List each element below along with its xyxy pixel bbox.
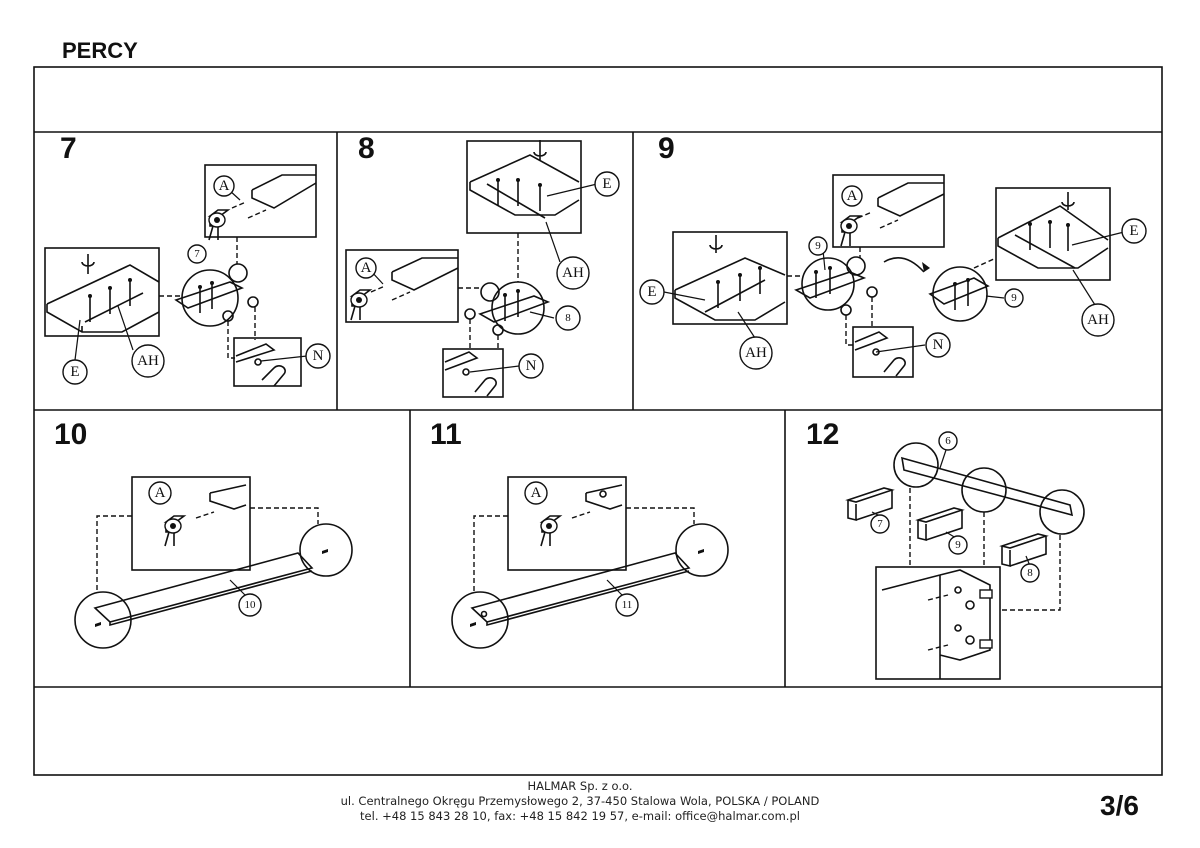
callout-label: N	[526, 358, 537, 374]
callout-10: 10	[238, 593, 262, 617]
callout-label: E	[602, 176, 611, 192]
company-contact: tel. +48 15 843 28 10, fax: +48 15 842 1…	[360, 809, 800, 823]
callout-E: E	[62, 359, 88, 385]
step-12: 12 6 7 9 8	[806, 418, 1085, 680]
callout-7: 7	[187, 244, 207, 264]
callout-N: N	[305, 343, 331, 369]
callout-A: A	[524, 481, 548, 505]
callout-label: AH	[1087, 312, 1109, 328]
callout-label: A	[531, 485, 542, 501]
callout-N: N	[518, 353, 544, 379]
document-title: PERCY	[62, 38, 138, 63]
callout-9: 9	[808, 236, 828, 256]
callout-label: AH	[137, 353, 159, 369]
callout-label: 10	[245, 599, 257, 611]
callout-label: 9	[815, 240, 821, 252]
callout-label: 6	[945, 435, 951, 447]
callout-label: A	[155, 485, 166, 501]
step-number: 12	[806, 418, 839, 451]
page-frame	[33, 66, 1163, 776]
callout-8: 8	[1020, 563, 1040, 583]
callout-N: N	[925, 332, 951, 358]
page-number: 3/6	[1100, 790, 1139, 821]
step-8: 8 E AH A 8 N	[345, 132, 620, 398]
callout-7: 7	[870, 514, 890, 534]
step-7: 7 A 7 N E AH	[44, 132, 331, 387]
callout-A: A	[213, 175, 235, 197]
company-address: ul. Centralnego Okręgu Przemysłowego 2, …	[340, 794, 820, 808]
callout-A: A	[148, 481, 172, 505]
callout-AH-2: AH	[1081, 303, 1115, 337]
callout-label: E	[70, 364, 79, 380]
callout-E: E	[594, 171, 620, 197]
callout-label: 7	[877, 518, 883, 530]
callout-A: A	[355, 257, 377, 279]
callout-label: N	[933, 337, 944, 353]
callout-E-2: E	[1121, 218, 1147, 244]
step-number: 11	[430, 418, 462, 451]
callout-11: 11	[615, 593, 639, 617]
callout-label: 8	[1027, 567, 1033, 579]
callout-AH: AH	[556, 256, 590, 290]
callout-8: 8	[555, 305, 581, 331]
callout-label: AH	[745, 345, 767, 361]
step-number: 8	[358, 132, 375, 165]
callout-label: E	[1129, 223, 1138, 239]
callout-AH: AH	[131, 344, 165, 378]
callout-label: 9	[1011, 292, 1017, 304]
step-11: 11 A 11	[430, 418, 729, 649]
company-name: HALMAR Sp. z o.o.	[527, 779, 633, 793]
callout-9-2: 9	[1004, 288, 1024, 308]
callout-label: 9	[955, 539, 961, 551]
callout-AH: AH	[739, 336, 773, 370]
footer: HALMAR Sp. z o.o. ul. Centralnego Okręgu…	[280, 779, 880, 824]
callout-label: 7	[194, 248, 200, 260]
callout-label: N	[313, 348, 324, 364]
callout-label: A	[219, 178, 230, 194]
step-10: 10 A 10	[54, 418, 353, 649]
callout-9: 9	[948, 535, 968, 555]
callout-label: A	[847, 188, 858, 204]
step-number: 7	[60, 132, 77, 165]
callout-A: A	[841, 185, 863, 207]
step-number: 10	[54, 418, 87, 451]
step-number: 9	[658, 132, 675, 165]
callout-label: A	[361, 260, 372, 276]
step-9: 9 A 9 E	[639, 132, 1147, 378]
callout-label: 8	[565, 312, 571, 324]
callout-label: 11	[622, 599, 633, 611]
callout-label: AH	[562, 265, 584, 281]
callout-label: E	[647, 284, 656, 300]
callout-6: 6	[938, 431, 958, 451]
callout-E: E	[639, 279, 665, 305]
